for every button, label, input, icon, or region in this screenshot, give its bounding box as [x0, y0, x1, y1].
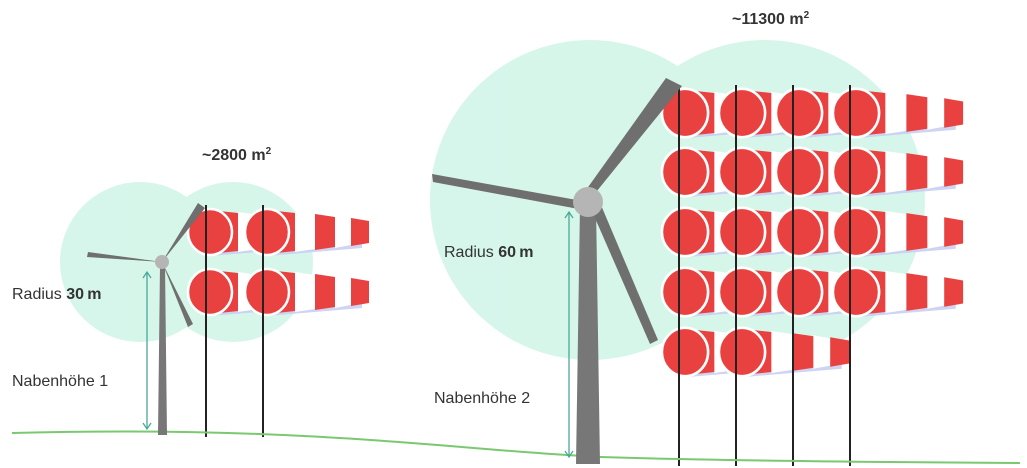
radius-text-2: Radius: [444, 244, 494, 261]
turbine-tower-large: [576, 205, 600, 464]
wind-turbine-icon: [432, 78, 682, 464]
radius-value-1: 30: [66, 286, 85, 303]
area-prefix-2: ~: [732, 11, 742, 28]
hub-height-measure-2: [564, 210, 574, 459]
wind-turbine-icon: [87, 203, 205, 435]
windsock-icon: [831, 206, 964, 258]
turbine-blade-down-large: [588, 198, 658, 344]
hub-height-label-1: Nabenhöhe 1: [12, 373, 109, 390]
turbine-blade-left: [87, 252, 162, 262]
turbine-blade-up-large: [586, 78, 682, 202]
area-value-2: 11300: [741, 11, 785, 28]
turbine-hub-large: [573, 187, 603, 217]
area-prefix-1: ~: [202, 147, 212, 164]
turbine-blade-left-large: [432, 174, 588, 210]
windsock-icon: [831, 146, 964, 198]
windsock-group: [186, 85, 964, 466]
turbine-tower-small: [158, 265, 167, 435]
area-label-1: ~2800 m2: [202, 146, 271, 165]
radius-text-1: Radius: [12, 286, 62, 303]
area-value-1: 2800: [211, 147, 247, 164]
radius-unit-2: m: [519, 244, 534, 261]
turbine-blade-down: [162, 262, 193, 327]
rotor-area-small-right: [153, 182, 313, 342]
area-exponent-1: 2: [265, 146, 272, 157]
radius-label-2: Radius 60 m: [444, 244, 534, 262]
area-exponent-2: 2: [803, 10, 810, 21]
area-unit-1: m: [251, 147, 266, 164]
windsock-icon: [243, 267, 369, 317]
windsock-icon: [831, 266, 964, 318]
radius-unit-1: m: [87, 286, 102, 303]
windsock-icon: [717, 326, 850, 378]
turbine-hub-small: [155, 255, 169, 269]
radius-label-1: Radius 30 m: [12, 286, 102, 304]
area-unit-2: m: [789, 11, 804, 28]
turbine-blade-up: [162, 203, 205, 262]
area-label-2: ~11300 m2: [732, 10, 809, 29]
radius-value-2: 60: [498, 244, 517, 261]
windsock-icon: [831, 87, 964, 139]
windsock-icon: [243, 207, 369, 257]
ground-line: [11, 430, 1021, 464]
hub-height-measure-1: [142, 270, 152, 431]
hub-height-label-2: Nabenhöhe 2: [434, 390, 531, 407]
